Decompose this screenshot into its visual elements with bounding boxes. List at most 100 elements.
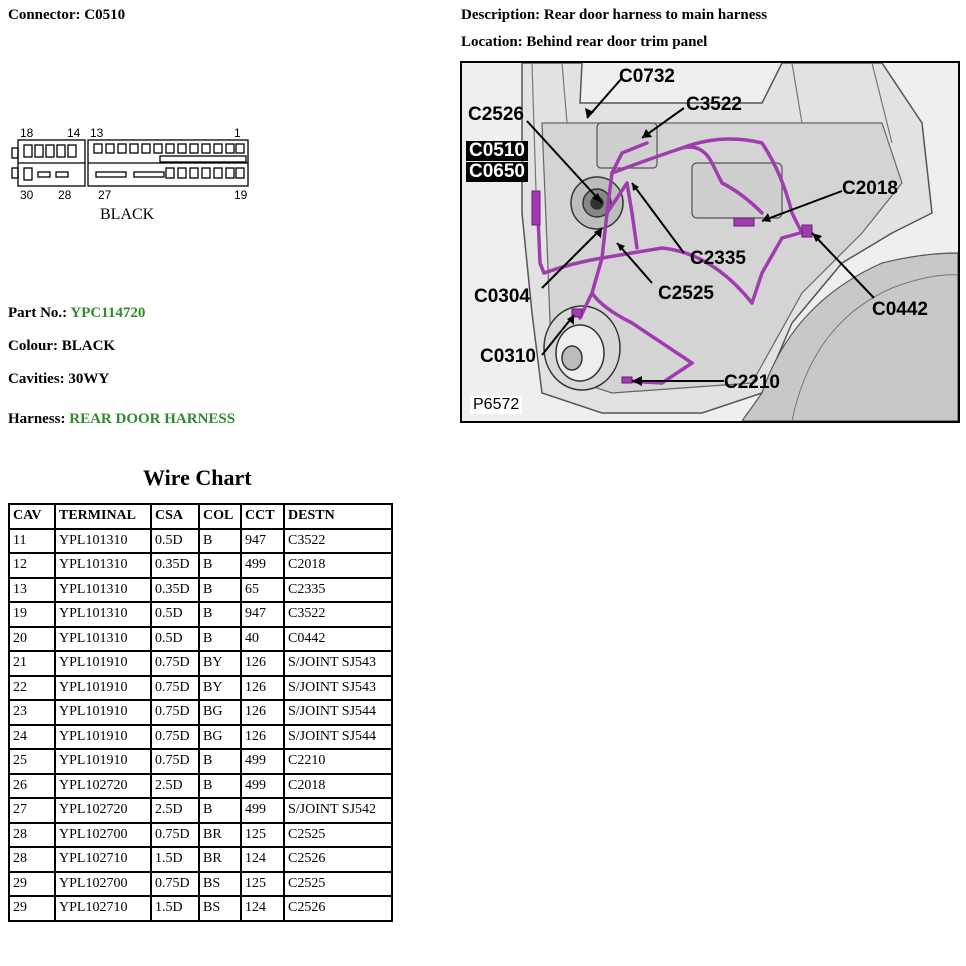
cell-cav: 12 bbox=[8, 552, 56, 579]
cell-destn: S/JOINT SJ542 bbox=[283, 797, 393, 824]
cell-cav: 28 bbox=[8, 821, 56, 848]
cell-cav: 24 bbox=[8, 723, 56, 750]
cell-cct: 126 bbox=[240, 723, 285, 750]
cell-destn: C2210 bbox=[283, 748, 393, 775]
header-terminal: TERMINAL bbox=[54, 503, 152, 530]
cell-destn: C2526 bbox=[283, 846, 393, 873]
description-line: Description: Rear door harness to main h… bbox=[461, 7, 767, 24]
cell-cav: 28 bbox=[8, 846, 56, 873]
cell-cct: 125 bbox=[240, 870, 285, 897]
cell-cct: 947 bbox=[240, 527, 285, 554]
location-value: Behind rear door trim panel bbox=[526, 34, 708, 50]
cell-col: B bbox=[198, 748, 242, 775]
connector-line: Connector: C0510 bbox=[8, 7, 125, 24]
cell-cav: 29 bbox=[8, 870, 56, 897]
cell-col: BG bbox=[198, 699, 242, 726]
header-csa: CSA bbox=[150, 503, 200, 530]
harness-line: Harness: REAR DOOR HARNESS bbox=[8, 411, 235, 428]
cell-destn: C3522 bbox=[283, 601, 393, 628]
connector-label: Connector: bbox=[8, 7, 81, 23]
cell-csa: 0.75D bbox=[150, 674, 200, 701]
header-cav: CAV bbox=[8, 503, 56, 530]
colour-value: BLACK bbox=[61, 338, 116, 354]
cell-cct: 124 bbox=[240, 846, 285, 873]
cell-terminal: YPL102710 bbox=[54, 895, 152, 922]
cell-cct: 499 bbox=[240, 748, 285, 775]
cell-cct: 125 bbox=[240, 821, 285, 848]
cell-csa: 0.35D bbox=[150, 552, 200, 579]
cell-cav: 11 bbox=[8, 527, 56, 554]
cell-col: B bbox=[198, 576, 242, 603]
cell-col: BY bbox=[198, 650, 242, 677]
cell-destn: C3522 bbox=[283, 527, 393, 554]
cell-cav: 22 bbox=[8, 674, 56, 701]
cell-col: B bbox=[198, 552, 242, 579]
pin-label-13: 13 bbox=[90, 126, 104, 140]
cell-cct: 126 bbox=[240, 674, 285, 701]
callout-c0650: C0650 bbox=[466, 162, 528, 182]
cell-terminal: YPL101910 bbox=[54, 650, 152, 677]
pin-label-1: 1 bbox=[234, 126, 241, 140]
cell-cav: 19 bbox=[8, 601, 56, 628]
header-destn: DESTN bbox=[283, 503, 393, 530]
cell-csa: 0.5D bbox=[150, 601, 200, 628]
cell-csa: 1.5D bbox=[150, 895, 200, 922]
cell-col: BR bbox=[198, 821, 242, 848]
cell-cav: 21 bbox=[8, 650, 56, 677]
cell-col: B bbox=[198, 527, 242, 554]
harness-value: REAR DOOR HARNESS bbox=[69, 411, 236, 427]
cavities-line: Cavities: 30WY bbox=[8, 371, 109, 388]
cell-terminal: YPL101910 bbox=[54, 748, 152, 775]
cell-cct: 499 bbox=[240, 772, 285, 799]
location-line: Location: Behind rear door trim panel bbox=[461, 34, 707, 51]
cell-terminal: YPL101310 bbox=[54, 552, 152, 579]
cell-terminal: YPL101310 bbox=[54, 601, 152, 628]
part-no-label: Part No.: bbox=[8, 305, 68, 321]
cell-col: BR bbox=[198, 846, 242, 873]
cell-destn: C0442 bbox=[283, 625, 393, 652]
pin-label-27: 27 bbox=[98, 188, 112, 202]
cell-terminal: YPL101310 bbox=[54, 625, 152, 652]
colour-line: Colour: BLACK bbox=[8, 338, 115, 355]
cell-terminal: YPL101910 bbox=[54, 723, 152, 750]
cell-destn: S/JOINT SJ544 bbox=[283, 723, 393, 750]
callout-c0732: C0732 bbox=[619, 66, 675, 87]
callout-c0510: C0510 bbox=[466, 141, 528, 161]
connector-value: C0510 bbox=[84, 7, 126, 23]
cell-col: BG bbox=[198, 723, 242, 750]
cell-terminal: YPL101910 bbox=[54, 699, 152, 726]
header-col: COL bbox=[198, 503, 242, 530]
wire-chart-title: Wire Chart bbox=[143, 465, 252, 490]
cell-csa: 2.5D bbox=[150, 772, 200, 799]
cell-terminal: YPL102700 bbox=[54, 870, 152, 897]
cell-cct: 499 bbox=[240, 552, 285, 579]
cell-cct: 499 bbox=[240, 797, 285, 824]
callout-c2335: C2335 bbox=[690, 248, 746, 269]
pin-label-19: 19 bbox=[234, 188, 248, 202]
callout-c2525: C2525 bbox=[658, 283, 714, 304]
cell-terminal: YPL102720 bbox=[54, 797, 152, 824]
cell-destn: S/JOINT SJ543 bbox=[283, 674, 393, 701]
cell-destn: C2018 bbox=[283, 552, 393, 579]
cell-cct: 126 bbox=[240, 699, 285, 726]
cell-terminal: YPL101310 bbox=[54, 527, 152, 554]
cell-cct: 65 bbox=[240, 576, 285, 603]
cell-csa: 0.75D bbox=[150, 748, 200, 775]
callout-c2210: C2210 bbox=[724, 372, 780, 393]
harness-label: Harness: bbox=[8, 411, 66, 427]
cell-col: B bbox=[198, 772, 242, 799]
cell-csa: 0.75D bbox=[150, 650, 200, 677]
cell-csa: 0.75D bbox=[150, 870, 200, 897]
part-no-line: Part No.: YPC114720 bbox=[8, 305, 145, 322]
